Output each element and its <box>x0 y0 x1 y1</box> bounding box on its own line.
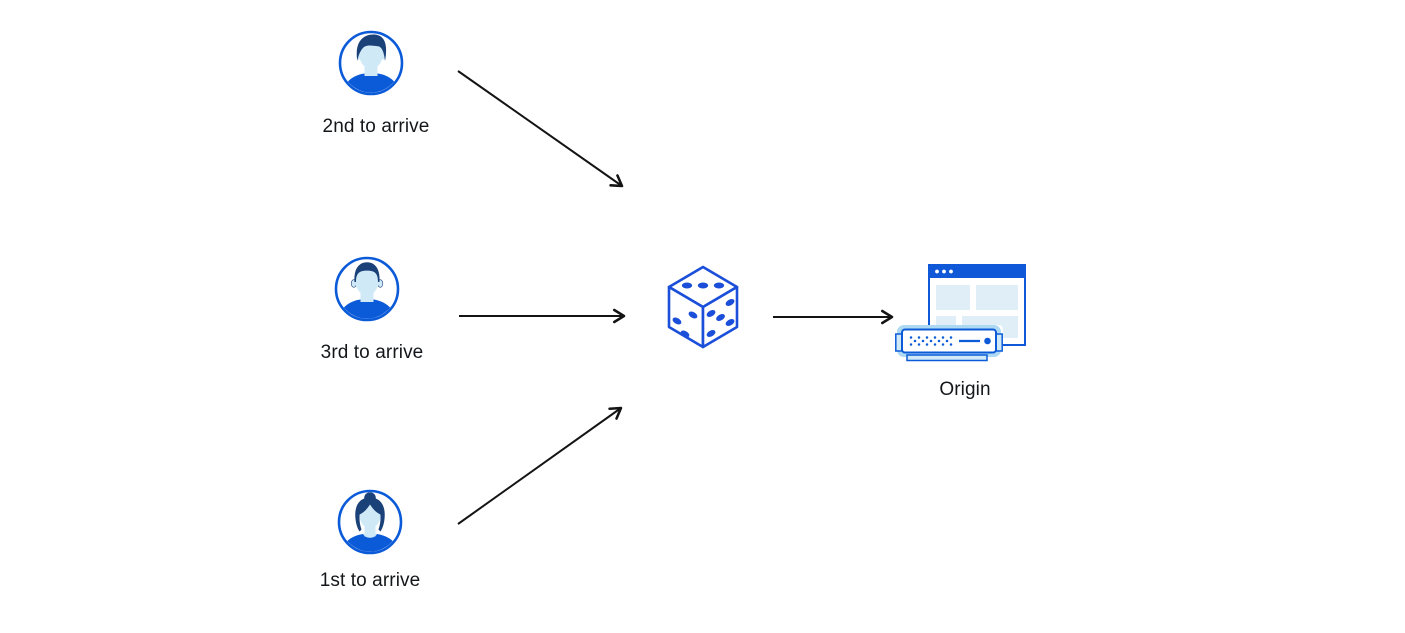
node-label-user-1st: 1st to arrive <box>319 570 421 591</box>
arrow-user2nd-to-dice <box>457 70 624 188</box>
arrow-user1st-to-dice <box>457 406 623 525</box>
male-avatar-icon <box>338 30 404 96</box>
node-label-origin: Origin <box>939 379 991 400</box>
female-avatar-icon <box>337 489 403 555</box>
node-label-user-3rd: 3rd to arrive <box>320 342 424 363</box>
server-icon <box>895 325 1003 362</box>
dice-icon <box>667 265 739 349</box>
male-avatar-icon <box>334 256 400 322</box>
node-label-user-2nd: 2nd to arrive <box>322 116 430 137</box>
